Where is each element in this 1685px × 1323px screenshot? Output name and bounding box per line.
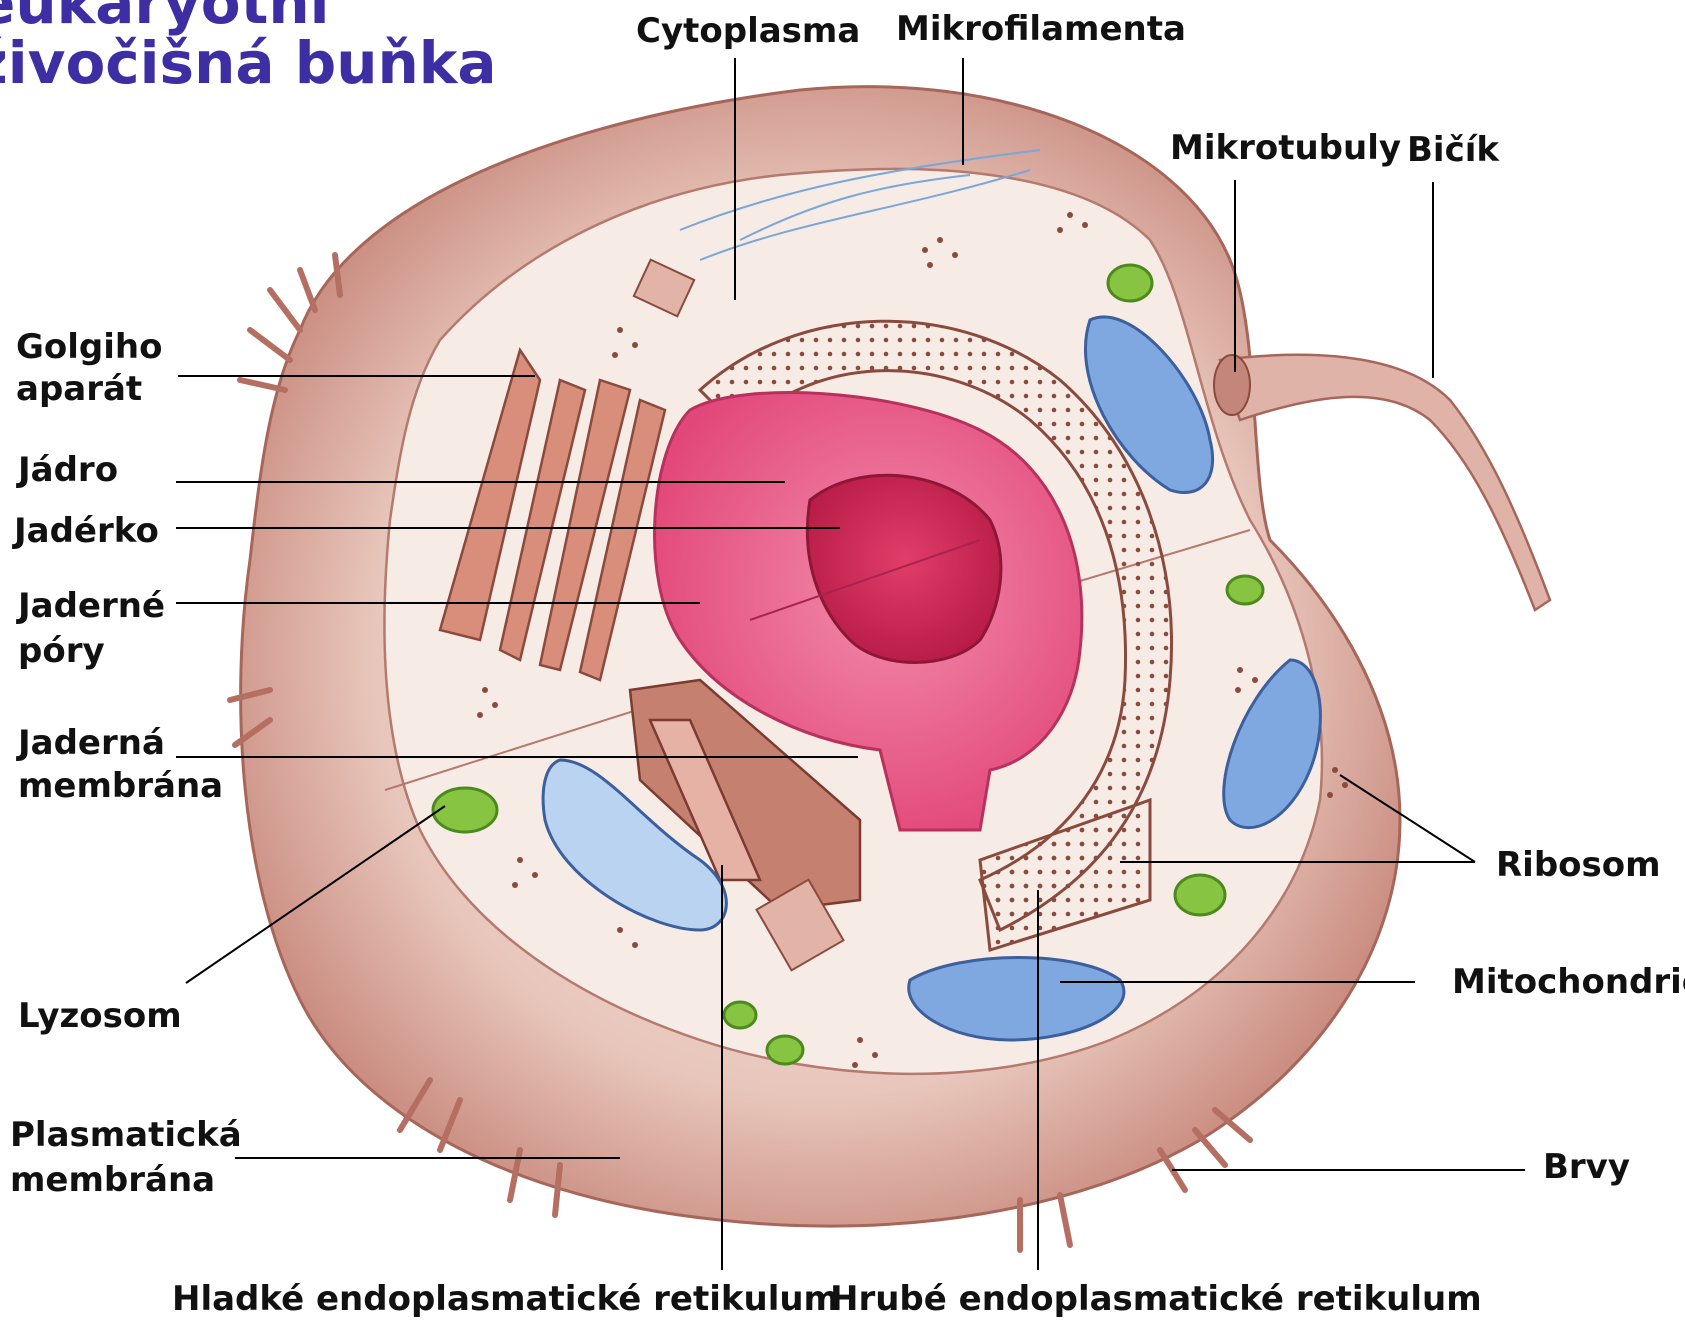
label-jaderne-pory-line1: Jaderné xyxy=(18,583,165,629)
label-ribosom: Ribosom xyxy=(1496,842,1661,888)
basal-body-shape xyxy=(1214,355,1250,415)
title-line-1: eukaryotní xyxy=(0,0,330,32)
label-hladke-er: Hladké endoplasmatické retikulum xyxy=(172,1276,839,1322)
label-cytoplasma: Cytoplasma xyxy=(636,8,860,54)
label-mikrofilamenta: Mikrofilamenta xyxy=(896,6,1186,52)
label-lyzosom: Lyzosom xyxy=(18,993,182,1039)
title-line-2: živočišná buňka xyxy=(0,34,497,92)
label-mitochondrie: Mitochondrie xyxy=(1452,959,1685,1005)
label-jadro: Jádro xyxy=(18,447,118,493)
label-jaderna-membrana-line1: Jaderná xyxy=(18,720,165,766)
label-plasmaticka-line1: Plasmatická xyxy=(10,1112,242,1158)
label-bicik: Bičík xyxy=(1407,127,1499,173)
label-jaderna-membrana-line2: membrána xyxy=(18,763,223,809)
label-plasmaticka-line2: membrána xyxy=(10,1157,215,1203)
label-jaderko: Jadérko xyxy=(14,508,159,554)
label-hrube-er: Hrubé endoplasmatické retikulum xyxy=(830,1276,1482,1322)
label-mikrotubuly: Mikrotubuly xyxy=(1170,125,1401,171)
label-brvy: Brvy xyxy=(1543,1144,1630,1190)
label-golgi-line1: Golgiho xyxy=(16,324,162,370)
label-jaderne-pory-line2: póry xyxy=(18,628,105,674)
label-golgi-line2: aparát xyxy=(16,366,142,412)
